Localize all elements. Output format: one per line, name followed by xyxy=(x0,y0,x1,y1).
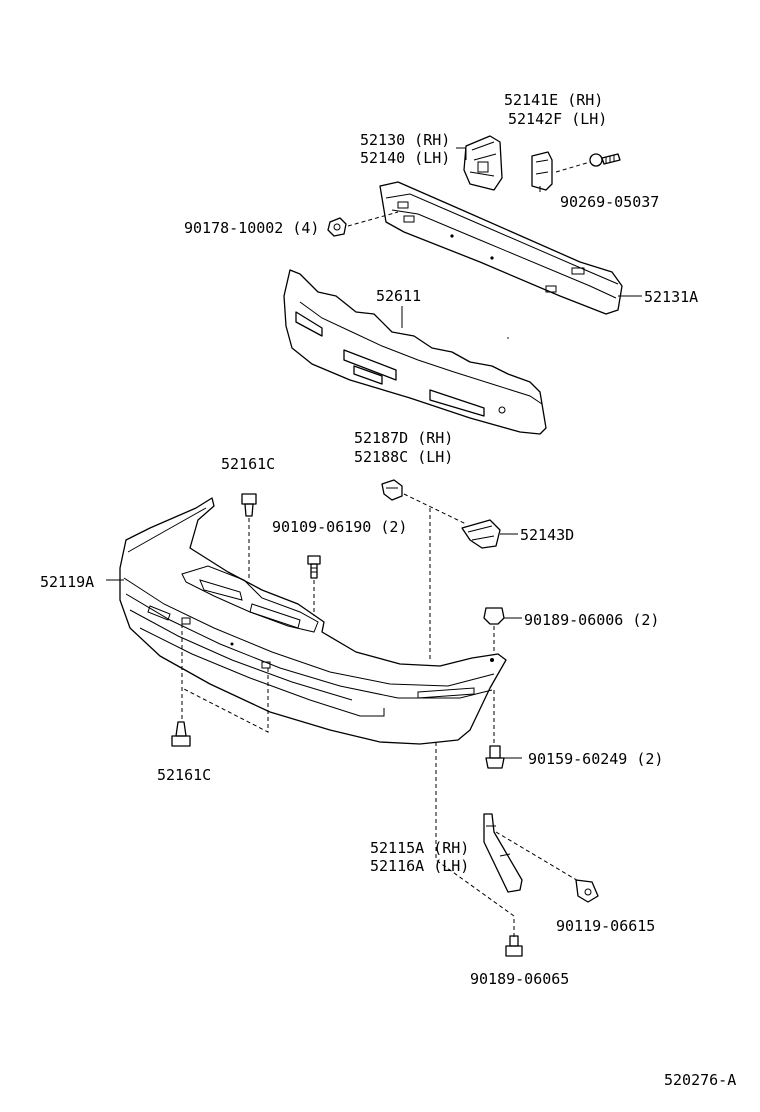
bumper-cover xyxy=(119,497,507,745)
bumper-clip-52187 xyxy=(381,479,403,501)
label-90109-06190: 90109-06190 (2) xyxy=(272,518,408,536)
label-90189-06065: 90189-06065 xyxy=(470,970,570,988)
label-52131a: 52131A xyxy=(644,288,699,306)
label-90119-06615: 90119-06615 xyxy=(556,917,656,935)
bumper-arm-bracket xyxy=(463,135,503,191)
label-90269-05037: 90269-05037 xyxy=(560,193,660,211)
label-52161c-top: 52161C xyxy=(221,455,276,473)
label-52140: 52140 (LH) xyxy=(360,149,451,167)
nut-90178 xyxy=(327,217,347,237)
label-52115a: 52115A (RH) xyxy=(370,839,470,857)
label-90189-06006: 90189-06006 (2) xyxy=(524,611,660,629)
label-52142f: 52142F (LH) xyxy=(508,110,608,128)
clip-52161c-top xyxy=(241,493,257,517)
bumper-reinforcement xyxy=(379,181,623,315)
bolt-90269 xyxy=(589,153,621,167)
screw-90159 xyxy=(485,745,505,769)
label-52611: 52611 xyxy=(376,287,422,305)
label-52116a: 52116A (LH) xyxy=(370,857,470,875)
side-retainer-bracket xyxy=(531,151,553,192)
label-52119a: 52119A xyxy=(40,573,95,591)
energy-absorber xyxy=(283,269,547,435)
diagram-reference-code: 520276-A xyxy=(664,1071,737,1089)
label-90178-10002: 90178-10002 (4) xyxy=(184,219,320,237)
bolt-90119 xyxy=(575,879,599,903)
side-support-bracket xyxy=(483,813,523,893)
label-52188c: 52188C (LH) xyxy=(354,448,454,466)
clip-90189-06006 xyxy=(483,607,505,625)
clip-52161c-bottom xyxy=(171,721,191,747)
label-90159-60249: 90159-60249 (2) xyxy=(528,750,664,768)
label-52161c-bottom: 52161C xyxy=(157,766,212,784)
clip-90189-06065 xyxy=(505,935,523,957)
label-52130: 52130 (RH) xyxy=(360,131,451,149)
label-52143d: 52143D xyxy=(520,526,575,544)
bolt-90109 xyxy=(307,555,321,579)
side-retainer-52143d xyxy=(461,519,501,549)
label-52187d: 52187D (RH) xyxy=(354,429,454,447)
label-52141e: 52141E (RH) xyxy=(504,91,604,109)
